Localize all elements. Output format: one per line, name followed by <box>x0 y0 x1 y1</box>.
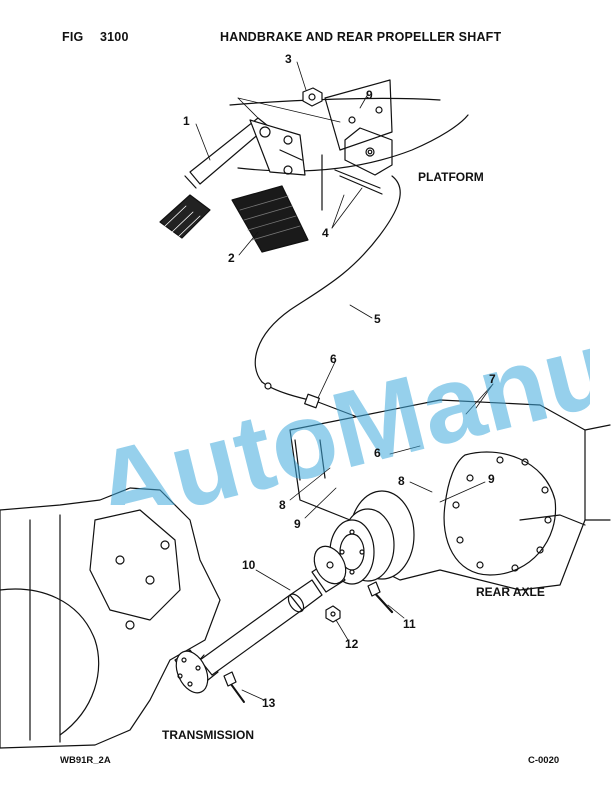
fig-label: FIG <box>62 30 84 44</box>
callout-2: 2 <box>228 251 235 265</box>
callout-4: 4 <box>322 226 329 240</box>
pinion-flange <box>329 490 415 585</box>
callout-5: 5 <box>374 312 381 326</box>
fig-number: 3100 <box>100 30 129 44</box>
footer-code-left: WB91R_2A <box>60 755 111 766</box>
transmission-label: TRANSMISSION <box>162 728 255 742</box>
callout-8-left: 8 <box>279 498 286 512</box>
callout-13: 13 <box>262 696 276 710</box>
bracket-plate <box>324 79 393 195</box>
callout-1: 1 <box>183 114 190 128</box>
callout-9-left: 9 <box>294 517 301 531</box>
bolt-11 <box>367 581 394 614</box>
rear-axle-label: REAR AXLE <box>476 585 545 599</box>
callout-7: 7 <box>489 372 496 386</box>
page-title: HANDBRAKE AND REAR PROPELLER SHAFT <box>220 30 502 44</box>
bolt-13 <box>223 671 245 703</box>
callout-6-lower: 6 <box>374 446 381 460</box>
watermark-text: AutoManual <box>82 285 590 505</box>
leader-lines <box>195 61 494 701</box>
callout-8-right: 8 <box>398 474 405 488</box>
callout-12: 12 <box>345 637 359 651</box>
handbrake-lever <box>159 117 306 239</box>
callout-6-upper: 6 <box>330 352 337 366</box>
nut-12 <box>325 605 341 623</box>
callout-9-upper: 9 <box>366 88 373 102</box>
platform-label: PLATFORM <box>418 170 484 184</box>
callout-3: 3 <box>285 52 292 66</box>
gaiter-boot <box>231 185 309 253</box>
callout-11: 11 <box>403 617 416 631</box>
automanual-watermark: AutoManual <box>82 285 590 505</box>
transmission-housing <box>0 487 221 749</box>
nut-3 <box>302 87 323 107</box>
footer-code-right: C-0020 <box>528 755 560 766</box>
callout-10: 10 <box>242 558 256 572</box>
transmission-flange <box>175 650 209 694</box>
propeller-shaft <box>195 545 347 681</box>
callout-9-right: 9 <box>488 472 495 486</box>
